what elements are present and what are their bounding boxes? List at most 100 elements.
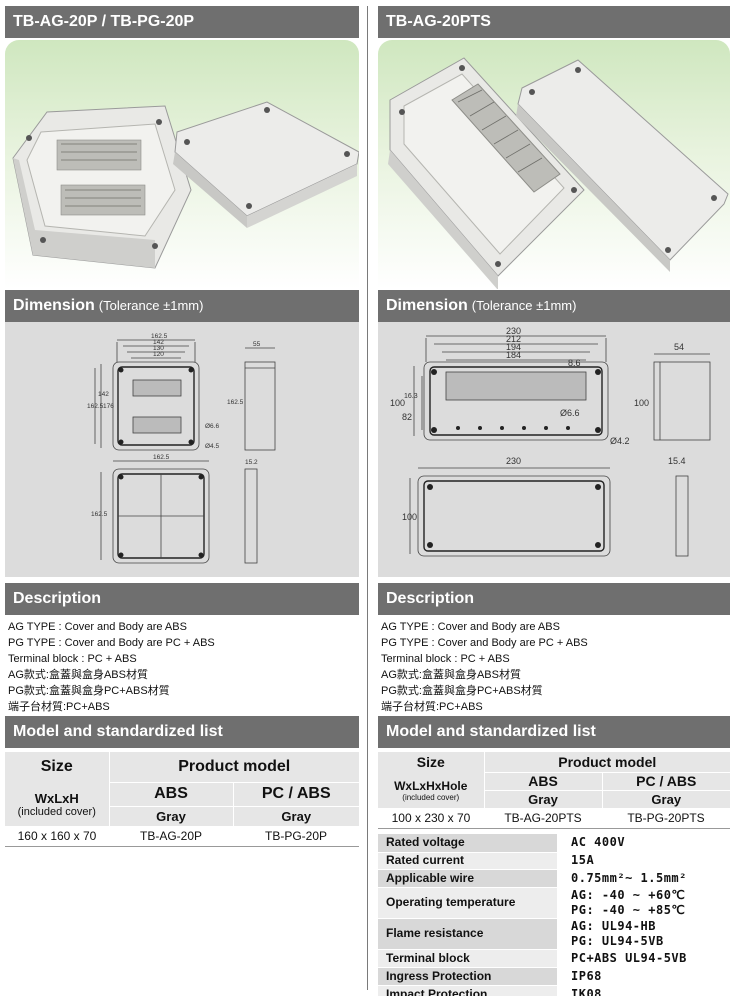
spec-label: Flame resistance — [378, 918, 557, 950]
tolerance-note: (Tolerance ±1mm) — [471, 298, 577, 313]
model-heading: Model and standardized list — [386, 723, 596, 740]
product-model-header: Product model — [178, 757, 291, 775]
spec-label: Impact Protection — [378, 985, 557, 996]
product-model-header: Product model — [558, 753, 657, 770]
right-dimension-drawing: 230 212 194 184 8.6 100 16.3 82 Ø6.6 Ø4.… — [378, 322, 730, 577]
right-description-bar: Description — [378, 583, 730, 615]
abs-color: Gray — [109, 805, 234, 826]
spec-row: Flame resistance AG: UL94-HB PG: UL94-5V… — [378, 918, 730, 950]
spec-value: IK08 — [557, 985, 730, 996]
dim-bottom-1: 162.5 — [153, 454, 170, 461]
description-heading: Description — [13, 590, 102, 607]
row-abs-model: TB-AG-20P — [139, 828, 202, 843]
left-dimension-bar: Dimension(Tolerance ±1mm) — [5, 290, 359, 322]
desc-line: 端子台材質:PC+ABS — [8, 701, 110, 713]
dim-hole-2: Ø4.2 — [610, 436, 630, 446]
size-header: Size — [5, 752, 110, 782]
dim-side-1: 142 — [98, 391, 109, 398]
dim-top-1: 230 — [506, 326, 521, 336]
right-model-bar: Model and standardized list — [378, 716, 730, 748]
spec-label: Operating temperature — [378, 887, 557, 919]
spec-row: Rated current 15A — [378, 852, 730, 870]
desc-line: PG款式:盒蓋與盒身PC+ABS材質 — [381, 685, 543, 697]
model-heading: Model and standardized list — [13, 723, 223, 740]
spec-row: Impact Protection IK08 — [378, 985, 730, 996]
size-note: (included cover) — [402, 792, 460, 802]
spec-row: Terminal block PC+ABS UL94-5VB — [378, 949, 730, 968]
dim-top-3: 194 — [506, 342, 521, 352]
spec-value-2: PG: UL94-5VB — [571, 933, 664, 948]
dim-side-3: 176 — [103, 403, 114, 410]
desc-line: Terminal block : PC + ABS — [8, 653, 137, 665]
dim-top-2: 142 — [153, 339, 164, 346]
abs-color: Gray — [484, 789, 603, 808]
dim-hole-1: Ø6.6 — [560, 408, 580, 418]
box-body-image — [388, 57, 585, 289]
right-description-text: AG TYPE : Cover and Body are ABS PG TYPE… — [378, 619, 730, 715]
spec-row: Operating temperature AG: -40 ~ +60℃ PG:… — [378, 887, 730, 919]
box-body-image — [12, 105, 192, 269]
dim-bottom-2: 100 — [402, 512, 417, 522]
spec-value: AC 400V — [557, 834, 730, 853]
box-lid-image — [173, 101, 359, 228]
table-row: 100 x 230 x 70 TB-AG-20PTS TB-PG-20PTS — [378, 808, 730, 828]
desc-line: Terminal block : PC + ABS — [381, 653, 510, 665]
left-model-bar: Model and standardized list — [5, 716, 359, 748]
size-header: Size — [378, 752, 485, 772]
dim-pitch: 8.6 — [568, 358, 581, 368]
desc-line: PG TYPE : Cover and Body are PC + ABS — [8, 637, 215, 649]
desc-line: PG TYPE : Cover and Body are PC + ABS — [381, 637, 588, 649]
row-pcabs-model: TB-PG-20P — [264, 828, 327, 843]
desc-line: AG TYPE : Cover and Body are ABS — [8, 621, 187, 633]
dim-bottom-1: 230 — [506, 456, 521, 466]
spec-value: 0.75mm²~ 1.5mm² — [557, 869, 730, 888]
size-subheader: WxLxHxHole — [394, 778, 468, 793]
spec-value: IP68 — [557, 967, 730, 986]
dim-side-2: 16.3 — [404, 393, 418, 400]
dim-bottom-3: 15.4 — [668, 456, 686, 466]
spec-value: PC+ABS UL94-5VB — [557, 949, 730, 968]
abs-column-header: ABS — [109, 781, 234, 806]
left-product-title: TB-AG-20P / TB-PG-20P — [13, 13, 195, 30]
right-product-title: TB-AG-20PTS — [386, 13, 491, 30]
pcabs-color: Gray — [602, 789, 730, 808]
spec-value: AG: -40 ~ +60℃ — [571, 887, 686, 902]
pcabs-color: Gray — [233, 805, 359, 826]
dimension-heading: Dimension — [386, 297, 468, 314]
right-title-bar: TB-AG-20PTS — [378, 6, 730, 38]
dim-right-1: 54 — [674, 342, 684, 352]
dim-right-2: 100 — [634, 398, 649, 408]
left-title-bar: TB-AG-20P / TB-PG-20P — [5, 6, 359, 38]
spec-label: Rated voltage — [378, 834, 557, 853]
tolerance-note: (Tolerance ±1mm) — [98, 298, 204, 313]
size-note: (included cover) — [17, 805, 96, 818]
dim-top-2: 212 — [506, 334, 521, 344]
desc-line: AG款式:盒蓋與盒身ABS材質 — [8, 669, 148, 681]
desc-line: PG款式:盒蓋與盒身PC+ABS材質 — [8, 685, 170, 697]
desc-line: AG TYPE : Cover and Body are ABS — [381, 621, 560, 633]
description-heading: Description — [386, 590, 475, 607]
dim-right-1: 55 — [253, 341, 261, 348]
spec-label: Ingress Protection — [378, 967, 557, 986]
spec-value: 15A — [557, 852, 730, 870]
row-pcabs-model: TB-PG-20PTS — [627, 810, 705, 825]
spec-label: Rated current — [378, 852, 557, 870]
desc-line: 端子台材質:PC+ABS — [381, 701, 483, 713]
spec-row: Rated voltage AC 400V — [378, 834, 730, 853]
dim-side-2: 162.5 — [87, 403, 104, 410]
dim-hole-2: Ø4.5 — [205, 443, 219, 450]
dim-top-4: 184 — [506, 350, 521, 360]
dim-bottom-2: 162.5 — [91, 511, 108, 518]
abs-column-header: ABS — [484, 771, 603, 790]
dim-hole-1: Ø6.6 — [205, 423, 219, 430]
dim-top-4: 120 — [153, 351, 164, 358]
right-product-photo — [378, 40, 730, 289]
row-size: 160 x 160 x 70 — [17, 828, 97, 843]
left-dimension-drawing: 162.5 142 130 120 142 162.5 176 55 162.5… — [5, 322, 359, 577]
dim-bottom-3: 15.2 — [245, 459, 258, 466]
dimension-heading: Dimension — [13, 297, 95, 314]
spec-row: Ingress Protection IP68 — [378, 967, 730, 986]
row-size: 100 x 230 x 70 — [391, 810, 471, 825]
spec-row: Applicable wire 0.75mm²~ 1.5mm² — [378, 869, 730, 888]
pcabs-column-header: PC / ABS — [602, 771, 730, 790]
